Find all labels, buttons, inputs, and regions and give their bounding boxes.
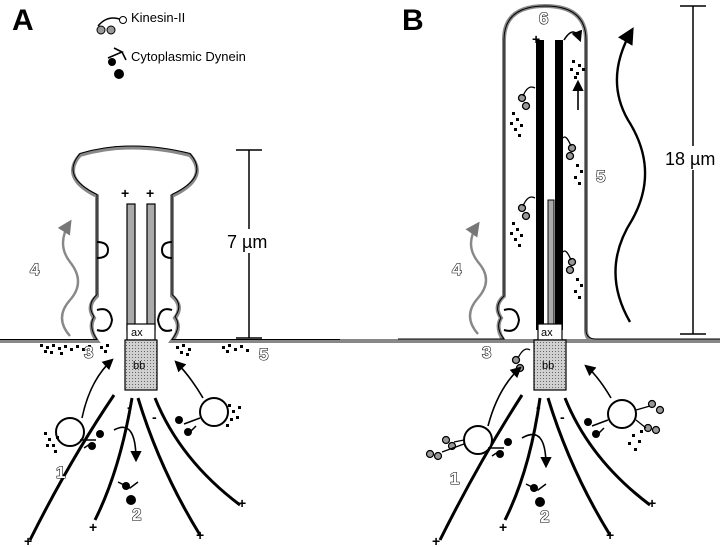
minus-sign: - [536,399,541,415]
plus-sign: + [606,527,614,543]
scale-bar-a: 7 µm [224,149,278,339]
step-1-label: 1 [450,469,459,488]
basal-body-label: bb [133,360,145,372]
legend: Kinesin-II Cytoplasmic Dynein [96,10,246,79]
scale-label-a: 7 µm [227,232,267,252]
plus-sign: + [121,185,129,201]
plus-sign: + [89,519,97,535]
plus-sign: + [499,519,507,535]
vesicle [55,417,85,447]
vesicle [199,397,229,427]
axoneme-label: ax [131,327,143,339]
axoneme-doublet [555,40,563,330]
panel-b: B ax bb + 6 [398,3,720,547]
minus-sign: - [127,399,132,415]
panel-a-label: A [12,4,34,37]
kinesin-legend-icon [96,16,127,35]
step-3-label: 3 [482,343,491,362]
step-2-label: 2 [540,507,549,526]
axoneme-label: ax [541,327,553,339]
step-3-label: 3 [84,343,93,362]
minus-sign: - [152,409,157,425]
plus-sign: + [24,533,32,547]
axoneme-doublet [536,40,544,330]
step-4-label: 4 [30,260,40,279]
panel-a: A Kinesin-II Cytoplasmic Dynein [0,4,720,547]
microtubules [438,394,651,541]
minus-sign: - [560,409,565,425]
basal-body [124,339,158,391]
kinesin-motors [517,86,577,275]
particles [40,344,249,356]
plus-sign: + [432,533,440,547]
step-6-label: 6 [539,9,548,28]
microtubules [28,394,241,541]
plus-sign: + [238,495,246,511]
cilium-membrane [0,145,720,343]
basal-body [533,339,567,391]
plus-sign: + [146,185,154,201]
step-2-label: 2 [132,505,141,524]
plus-sign: + [532,31,540,47]
step-4-label: 4 [452,260,462,279]
dynein-legend-icon [107,47,127,79]
plus-sign: + [648,495,656,511]
step-5-label: 5 [259,345,268,364]
step-1-label: 1 [56,463,65,482]
basal-body-label: bb [542,360,554,372]
scale-label-b: 18 µm [665,149,715,169]
legend-dynein-label: Cytoplasmic Dynein [131,49,246,64]
scale-bar-b: 18 µm [664,5,720,335]
panel-b-label: B [402,4,424,37]
plus-sign: + [196,527,204,543]
step-5-label: 5 [596,167,605,186]
vesicle [607,399,637,429]
legend-kinesin-label: Kinesin-II [131,10,185,25]
vesicle [463,425,493,455]
